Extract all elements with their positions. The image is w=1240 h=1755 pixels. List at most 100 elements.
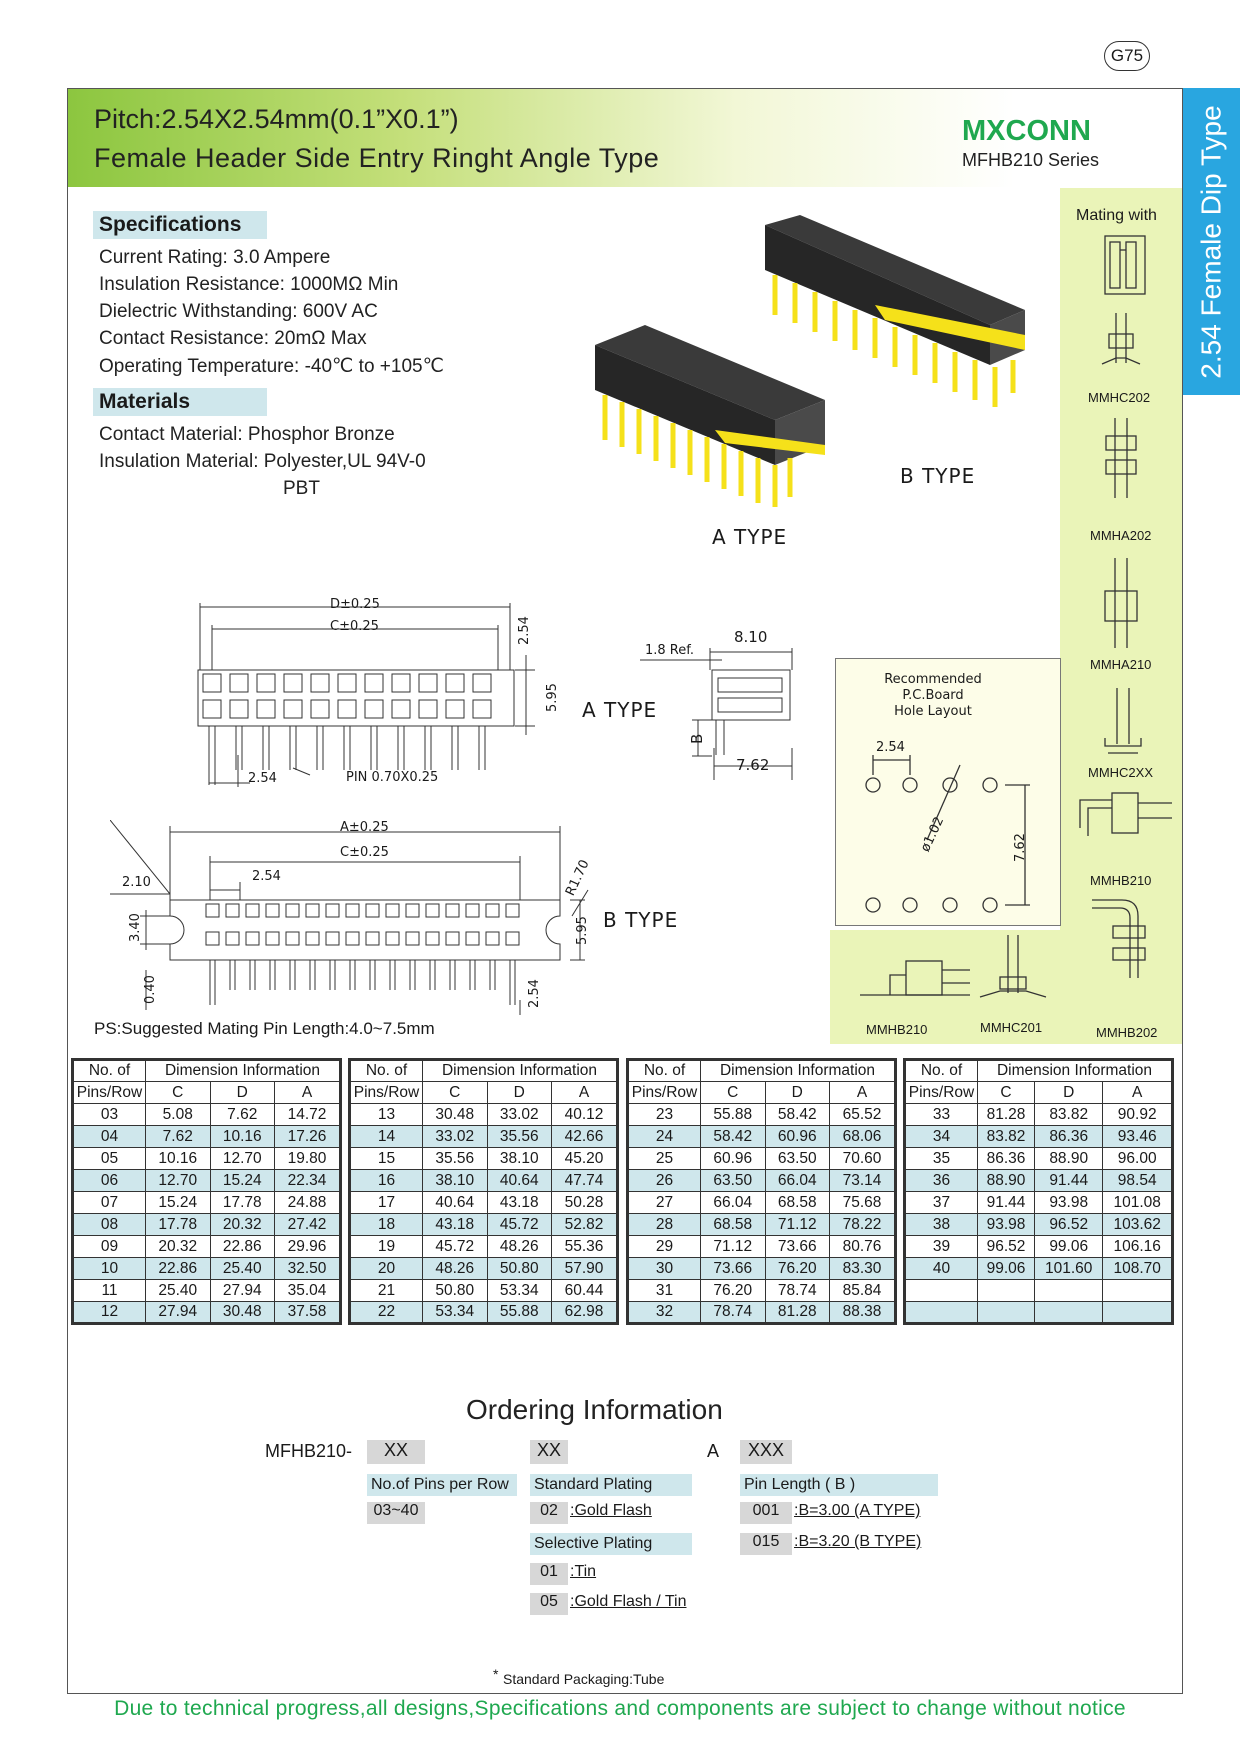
title-line-2: Female Header Side Entry Ringht Angle Ty… [94, 143, 660, 173]
col-pins-subheader: Pins/Row [72, 1081, 146, 1104]
table-cell: 33.02 [422, 1125, 488, 1148]
table-cell: 40 [904, 1257, 978, 1280]
pcb-title-line: Recommended [884, 672, 982, 687]
table-cell: 12 [72, 1301, 146, 1324]
table-cell: 103.62 [1102, 1213, 1173, 1236]
mating-part-label: MMHC2XX [1088, 765, 1154, 780]
brand-name: MXCONN [962, 115, 1091, 147]
table-cell: 08 [72, 1213, 146, 1236]
table-cell: 06 [72, 1169, 146, 1192]
table-cell: 17.26 [274, 1125, 341, 1148]
table-cell: 93.98 [976, 1213, 1036, 1236]
table-cell: 76.20 [764, 1257, 830, 1280]
ordering-pins-value: 03~40 [367, 1502, 425, 1524]
col-group-header: Dimension Information [977, 1059, 1173, 1082]
table-cell: 43.18 [486, 1191, 552, 1214]
col-pins-header: No. of [627, 1059, 701, 1082]
material-line: Insulation Material: Polyester,UL 94V-0 [99, 451, 426, 472]
table-cell: 34 [904, 1125, 978, 1148]
ordering-prefix: MFHB210- [265, 1441, 353, 1461]
spec-line: Current Rating: 3.0 Ampere [99, 247, 331, 268]
mating-part-label: MMHB210 [1090, 873, 1152, 888]
table-cell: 24.88 [274, 1191, 341, 1214]
table-cell: 18 [349, 1213, 423, 1236]
ps-note: PS:Suggested Mating Pin Length:4.0~7.5mm [94, 1019, 435, 1038]
table-cell: 55.36 [551, 1235, 618, 1258]
table-cell: 96.52 [976, 1235, 1036, 1258]
table-cell: 73.14 [829, 1169, 896, 1192]
material-line: PBT [283, 478, 320, 499]
a-pin-note: PIN 0.70X0.25 [346, 770, 439, 785]
table-cell: 78.74 [764, 1279, 830, 1302]
table-cell: 17 [349, 1191, 423, 1214]
col-group-header: Dimension Information [700, 1059, 896, 1082]
table-cell: 35 [904, 1147, 978, 1170]
a-height: 5.95 [545, 683, 560, 712]
table-cell: 03 [72, 1103, 146, 1126]
ordering-code-type: A [707, 1441, 720, 1461]
b-type-drawing [110, 820, 589, 1015]
table-cell: 90.92 [1102, 1103, 1173, 1126]
a-type-drawing [197, 603, 535, 787]
table-cell: 25.40 [145, 1279, 211, 1302]
table-cell: 75.68 [829, 1191, 896, 1214]
table-cell: 99.06 [976, 1257, 1036, 1280]
ordering-pin-length-code: 015 [740, 1533, 792, 1555]
table-cell: 32.50 [274, 1257, 341, 1280]
table-cell: 73.66 [700, 1257, 766, 1280]
materials-heading: Materials [93, 388, 267, 416]
packaging-mark: * [493, 1666, 499, 1682]
table-cell: 93.98 [1034, 1191, 1104, 1214]
side-tab-label: 2.54 Female Dip Type [1195, 104, 1227, 379]
table-cell: 48.26 [486, 1235, 552, 1258]
table-cell: 20.32 [209, 1213, 275, 1236]
table-cell: 17.78 [145, 1213, 211, 1236]
col-header: C [145, 1081, 211, 1104]
ordering-pins-label: No.of Pins per Row [367, 1474, 517, 1496]
table-cell: 5.08 [145, 1103, 211, 1126]
col-header: D [209, 1081, 275, 1104]
col-pins-subheader: Pins/Row [904, 1081, 978, 1104]
table-cell: 33.02 [486, 1103, 552, 1126]
spec-line: Contact Resistance: 20mΩ Max [99, 328, 367, 349]
table-cell: 13 [349, 1103, 423, 1126]
table-cell: 26 [627, 1169, 701, 1192]
b-c-dimension: C±0.25 [340, 845, 389, 860]
mating-part-label: MMHA210 [1090, 657, 1152, 672]
b-a-dimension: A±0.25 [340, 820, 389, 835]
ordering-code-pins: XX [367, 1440, 425, 1464]
table-cell: 60.44 [551, 1279, 618, 1302]
page-frame [67, 88, 1183, 1694]
table-cell: 11 [72, 1279, 146, 1302]
side-view-drawing [640, 648, 793, 780]
footer-notice: Due to technical progress,all designs,Sp… [114, 1697, 1126, 1720]
table-cell: 36 [904, 1169, 978, 1192]
table-cell: 88.38 [829, 1301, 896, 1324]
table-cell: 45.72 [486, 1213, 552, 1236]
a-type-photo-label: A TYPE [712, 525, 788, 549]
a-d-dimension: D±0.25 [330, 597, 380, 612]
ordering-pin-length-desc: :B=3.20 (B TYPE) [794, 1533, 922, 1550]
mating-part-label: MMHA202 [1090, 528, 1152, 543]
ordering-std-plating-label: Standard Plating [530, 1474, 692, 1496]
table-cell: 05 [72, 1147, 146, 1170]
table-cell: 22.34 [274, 1169, 341, 1192]
table-cell: 57.90 [551, 1257, 618, 1280]
table-cell: 80.76 [829, 1235, 896, 1258]
spec-line: Insulation Resistance: 1000MΩ Min [99, 274, 399, 295]
page-number: G75 [1104, 41, 1150, 71]
ordering-sel-plating-code: 01 [530, 1563, 568, 1585]
